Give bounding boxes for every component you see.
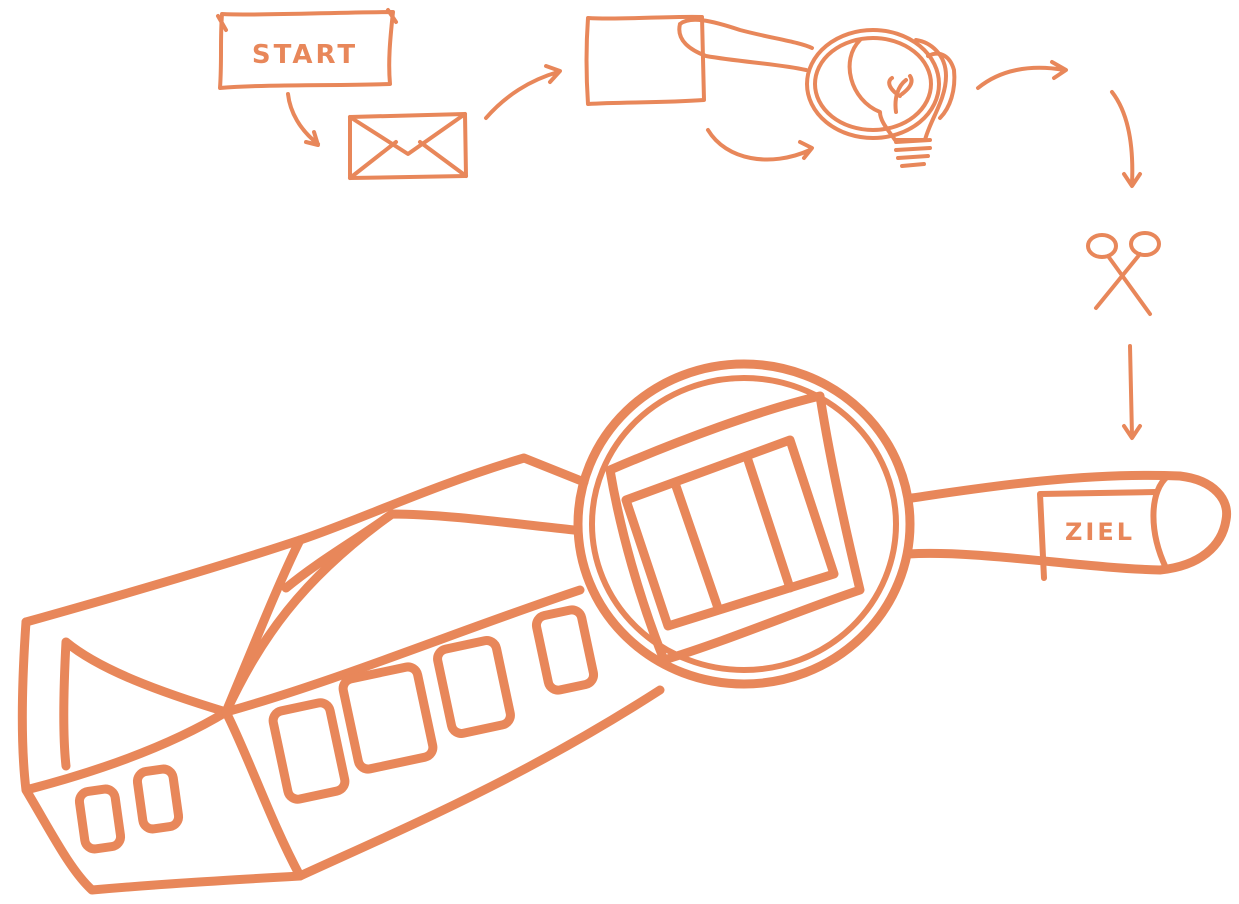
house-wall-top [226,590,580,712]
note-with-hand [587,17,813,104]
scissors-icon [1088,235,1116,257]
goal-label: ZIEL [1065,518,1135,546]
magnified-window-mullion [676,460,790,608]
arrow-start-to-envelope [288,94,318,145]
magnifier-inner-ring [815,38,931,130]
magnifier-lightbulb [807,30,954,166]
lightbulb-base [896,140,930,166]
envelope [350,114,466,178]
house-window [436,639,513,736]
house-window [271,701,346,801]
start-sign: START [218,10,396,88]
arrow-note-to-magnifier [708,130,812,160]
house-icon [26,458,584,622]
scissors-handle-right [1131,233,1159,255]
scissors-blades [1096,254,1150,314]
envelope-flap [350,114,466,178]
hand-icon [679,20,812,70]
magnified-window [626,440,834,626]
arrow-to-scissors [1112,92,1140,186]
house-window [136,768,180,830]
arrow-envelope-to-note [486,66,560,118]
house-wall-front [26,790,300,890]
house-wall-side [226,690,660,876]
house [22,458,660,890]
house-window [78,788,122,850]
arrow-scissors-to-goal [1124,346,1140,438]
magnifier-lightbulb-icon [807,30,939,138]
large-magnifier: ZIEL [578,364,1227,684]
house-window [535,608,596,692]
house-window [341,665,434,771]
lightbulb-filament [889,76,911,112]
scissors [1088,233,1159,314]
paper-note-icon [587,17,705,104]
arrow-magnifier-to-right [978,62,1066,88]
start-label: START [252,40,358,70]
